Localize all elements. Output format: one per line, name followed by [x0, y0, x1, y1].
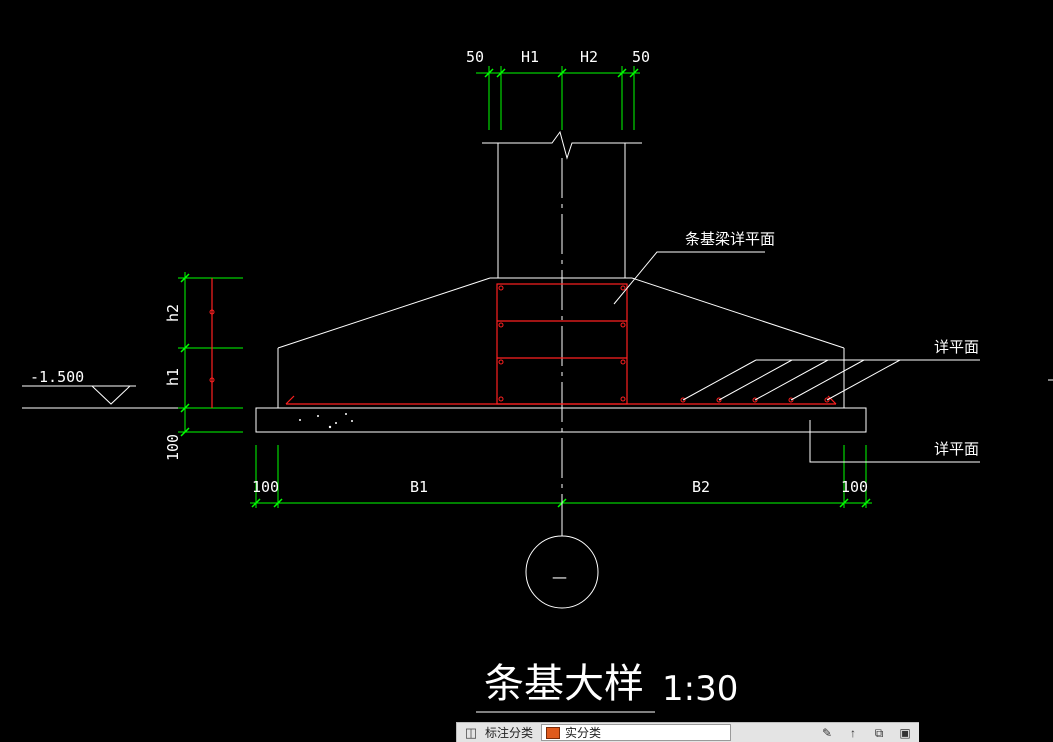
layer-toolbar: ◫ 标注分类 实分类 ✎ ↑ ⧉ ▣: [456, 722, 919, 742]
left-hook: [285, 395, 295, 405]
dim-bottom-left-100: 100: [252, 478, 279, 496]
left-slope: [277, 277, 491, 349]
cushion-layer: [255, 407, 867, 433]
footing-outline: [255, 130, 867, 609]
dimension-ticks: [180, 68, 871, 508]
upper-hatch-1: [682, 359, 757, 401]
dim-top-left-50: 50: [466, 48, 484, 66]
dim-top-h2: H2: [580, 48, 598, 66]
rebar-dots: [209, 285, 830, 403]
right-hook: [827, 395, 837, 405]
dim-bottom-right-100: 100: [841, 478, 868, 496]
layer-icon[interactable]: ◫: [464, 724, 478, 740]
cushion-hatch: [299, 413, 353, 429]
axis-circle: [525, 535, 599, 609]
upper-detail-label: 详平面: [934, 338, 979, 356]
rebar: [211, 278, 837, 408]
axis-label: —: [552, 568, 567, 586]
dim-side-h2: h2: [164, 304, 182, 322]
dim-side-h1: h1: [164, 368, 182, 386]
right-slope: [631, 277, 845, 349]
dim-side-100: 100: [164, 434, 182, 461]
elevation-marker: [22, 385, 178, 409]
dim-bottom-b2: B2: [692, 478, 710, 496]
elevation-text: -1.500: [30, 368, 84, 386]
drawing-title: 条基大样: [484, 661, 644, 707]
upper-hatch-3: [754, 359, 829, 401]
dimension-lines: [178, 66, 872, 508]
edit-icon[interactable]: ✎: [821, 725, 833, 740]
copy-icon[interactable]: ⧉: [874, 725, 884, 740]
save-icon[interactable]: ▣: [899, 725, 911, 740]
dim-top-right-50: 50: [632, 48, 650, 66]
toolbar-buttons: ✎ ↑ ⧉ ▣: [819, 726, 913, 740]
layer-select[interactable]: 实分类: [541, 724, 732, 741]
beam-callout-leader: [613, 251, 765, 305]
dim-top-h1: H1: [521, 48, 539, 66]
column-break-line: [482, 130, 642, 160]
upper-hatch-5: [826, 359, 901, 401]
lower-detail-label: 详平面: [934, 440, 979, 458]
layer-select-value: 实分类: [565, 726, 602, 740]
upper-hatch-4: [790, 359, 865, 401]
drawing-scale: 1:30: [662, 669, 738, 709]
beam-callout-label: 条基梁详平面: [685, 230, 775, 248]
upper-hatch-2: [718, 359, 793, 401]
leader-lines: [613, 251, 980, 463]
lower-detail-leader: [809, 420, 980, 463]
arrow-up-icon[interactable]: ↑: [850, 725, 856, 740]
layer-color-swatch: [546, 726, 561, 739]
dim-bottom-b1: B1: [410, 478, 428, 496]
layer-label: 标注分类: [485, 726, 534, 740]
